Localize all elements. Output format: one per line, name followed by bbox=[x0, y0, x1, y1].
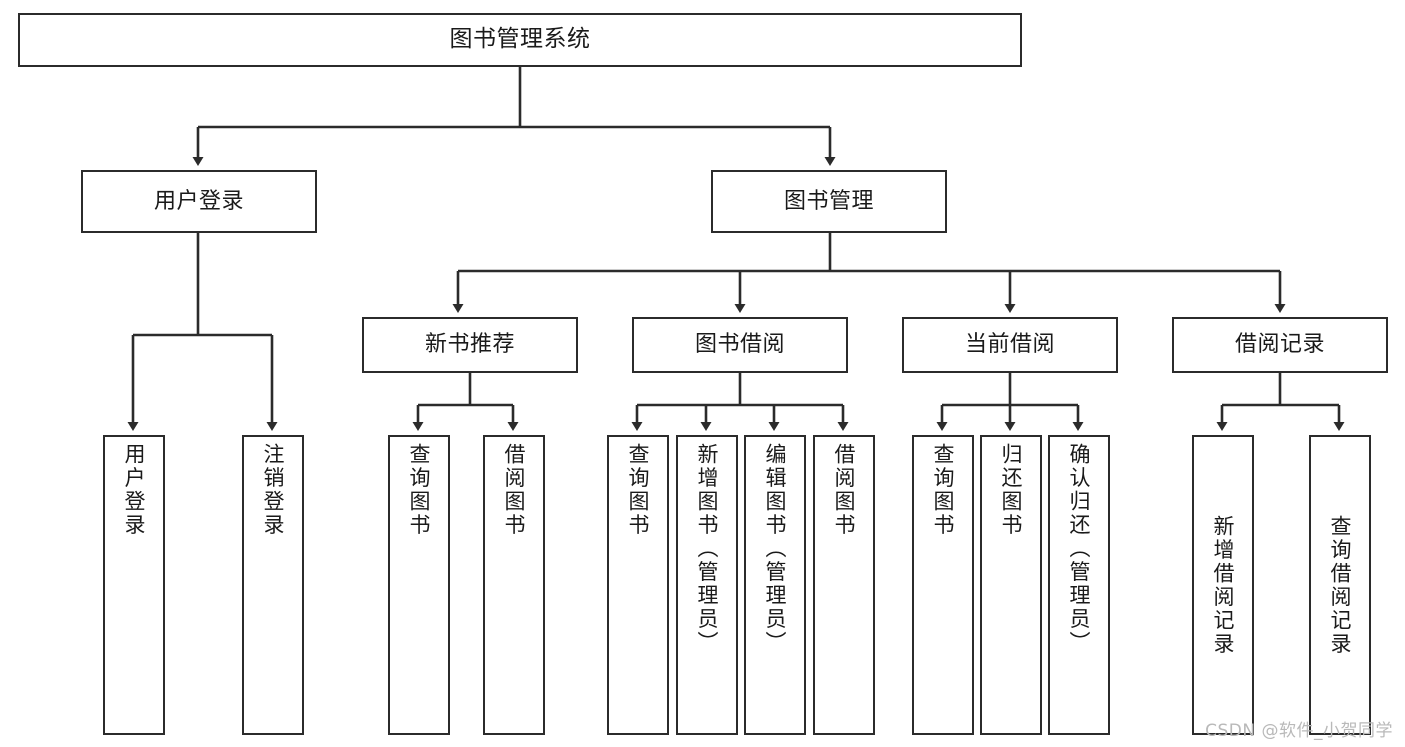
leaf-new-book-query[interactable]: 查询图书 bbox=[388, 435, 450, 735]
node-label: 新增借阅记录 bbox=[1211, 514, 1236, 656]
node-label: 当前借阅 bbox=[964, 332, 1055, 358]
leaf-borrow-record-add[interactable]: 新增借阅记录 bbox=[1192, 435, 1254, 735]
leaf-book-borrow-borrow[interactable]: 借阅图书 bbox=[813, 435, 875, 735]
node-label: 查询借阅记录 bbox=[1328, 514, 1353, 656]
leaf-current-borrow-query[interactable]: 查询图书 bbox=[912, 435, 974, 735]
node-book-management[interactable]: 图书管理 bbox=[711, 170, 947, 233]
leaf-user-login-signin[interactable]: 用户登录 bbox=[103, 435, 165, 735]
node-label: 用户登录 bbox=[122, 443, 147, 537]
node-label: 查询图书 bbox=[626, 443, 651, 537]
node-label: 归还图书 bbox=[999, 443, 1024, 537]
node-label: 编辑图书（管理员） bbox=[763, 443, 788, 655]
node-root-system[interactable]: 图书管理系统 bbox=[18, 13, 1022, 67]
node-book-borrow[interactable]: 图书借阅 bbox=[632, 317, 848, 373]
node-label: 图书管理 bbox=[783, 188, 874, 214]
node-label: 查询图书 bbox=[407, 443, 432, 537]
node-borrow-record[interactable]: 借阅记录 bbox=[1172, 317, 1388, 373]
leaf-current-borrow-return[interactable]: 归还图书 bbox=[980, 435, 1042, 735]
node-label: 借阅图书 bbox=[832, 443, 857, 537]
node-label: 注销登录 bbox=[261, 443, 286, 537]
node-label: 新增图书（管理员） bbox=[695, 443, 720, 655]
node-label: 借阅记录 bbox=[1234, 332, 1325, 358]
node-label: 新书推荐 bbox=[424, 332, 515, 358]
node-label: 用户登录 bbox=[153, 188, 244, 214]
node-label: 确认归还（管理员） bbox=[1067, 443, 1092, 655]
leaf-borrow-record-query[interactable]: 查询借阅记录 bbox=[1309, 435, 1371, 735]
leaf-book-borrow-query[interactable]: 查询图书 bbox=[607, 435, 669, 735]
leaf-current-borrow-confirm-admin[interactable]: 确认归还（管理员） bbox=[1048, 435, 1110, 735]
node-label: 图书管理系统 bbox=[449, 26, 591, 53]
node-label: 图书借阅 bbox=[694, 332, 785, 358]
node-new-book-recommend[interactable]: 新书推荐 bbox=[362, 317, 578, 373]
node-user-login[interactable]: 用户登录 bbox=[81, 170, 317, 233]
leaf-user-login-signout[interactable]: 注销登录 bbox=[242, 435, 304, 735]
leaf-book-borrow-add-admin[interactable]: 新增图书（管理员） bbox=[676, 435, 738, 735]
leaf-new-book-borrow[interactable]: 借阅图书 bbox=[483, 435, 545, 735]
node-label: 借阅图书 bbox=[502, 443, 527, 537]
node-current-borrow[interactable]: 当前借阅 bbox=[902, 317, 1118, 373]
node-label: 查询图书 bbox=[931, 443, 956, 537]
leaf-book-borrow-edit-admin[interactable]: 编辑图书（管理员） bbox=[744, 435, 806, 735]
csdn-watermark: CSDN @软件_小贺同学 bbox=[1205, 721, 1393, 741]
